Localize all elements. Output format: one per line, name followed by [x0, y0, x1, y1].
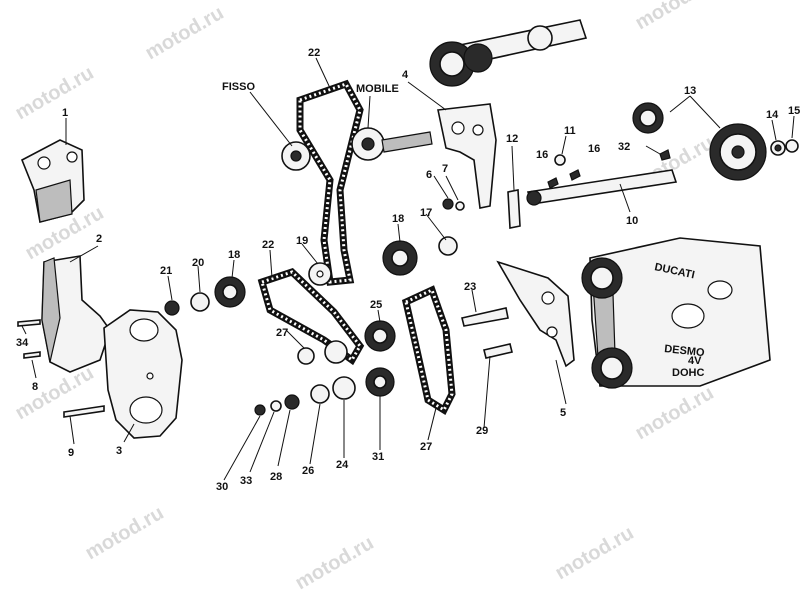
label-11: 11	[564, 125, 576, 137]
label-23: 23	[464, 281, 476, 293]
label-16b: 16	[588, 143, 600, 155]
watermark-text: motod.ru	[12, 62, 98, 124]
label-28: 28	[270, 471, 282, 483]
label-30: 30	[216, 481, 228, 493]
label-19: 19	[296, 235, 308, 247]
label-34: 34	[16, 337, 29, 349]
label-25: 25	[370, 299, 382, 311]
bolts-left	[17, 319, 105, 418]
upper-camshaft	[429, 19, 588, 87]
watermark-text: motod.ru	[292, 532, 378, 594]
label-8: 8	[32, 381, 38, 393]
part-13-gears	[632, 102, 767, 181]
watermark-text: motod.ru	[632, 382, 718, 444]
label-22b: 22	[262, 239, 274, 251]
label-6: 6	[426, 169, 432, 181]
engraving-4v: 4V	[688, 355, 702, 367]
washers-14-15	[770, 139, 799, 156]
small-fasteners	[442, 149, 671, 229]
lower-idler-stack	[254, 320, 396, 416]
label-15: 15	[788, 105, 800, 117]
label-2: 2	[96, 233, 102, 245]
label-14: 14	[766, 109, 779, 121]
engraving-dohc: DOHC	[672, 367, 704, 379]
watermark-text: motod.ru	[12, 362, 98, 424]
part-5-lower-bracket	[496, 260, 575, 368]
label-7: 7	[442, 163, 448, 175]
label-12: 12	[506, 133, 518, 145]
label-17: 17	[420, 207, 432, 219]
upper-timing-belt	[296, 79, 364, 286]
part-3-front-cover	[103, 309, 183, 439]
callout-labels: 1 2 3 4 5 6 7 8 9 10 11 12 13 14 15 16 1…	[16, 47, 800, 493]
label-32: 32	[618, 141, 630, 153]
label-31: 31	[372, 451, 384, 463]
part-4-upper-bracket	[437, 103, 497, 209]
part-1-bracket	[20, 139, 85, 223]
watermark-text: motod.ru	[82, 502, 168, 564]
part-2-rear-cover	[41, 255, 111, 373]
label-26: 26	[302, 465, 314, 477]
label-10: 10	[626, 215, 638, 227]
label-16a: 16	[536, 149, 548, 161]
studs-23-29	[461, 307, 513, 359]
part-10-shaft	[526, 169, 678, 206]
label-18b: 18	[228, 249, 240, 261]
label-18a: 18	[392, 213, 404, 225]
label-29: 29	[476, 425, 488, 437]
label-5: 5	[560, 407, 566, 419]
part-18-pulley-upper	[382, 236, 458, 276]
watermark-text: motod.ru	[552, 522, 638, 584]
label-33: 33	[240, 475, 252, 487]
lower-timing-belts	[257, 268, 456, 416]
engraving-desmo: DESMO	[664, 343, 706, 359]
head-cam-pulleys	[581, 257, 633, 389]
label-3: 3	[116, 445, 122, 457]
label-13: 13	[684, 85, 696, 97]
left-drive-pulley	[164, 276, 246, 316]
label-fisso: FISSO	[222, 81, 255, 93]
label-4: 4	[402, 69, 409, 81]
label-mobile: MOBILE	[356, 83, 399, 95]
label-27a: 27	[276, 327, 288, 339]
label-1: 1	[62, 107, 68, 119]
part-19-washer	[308, 262, 332, 286]
label-27b: 27	[420, 441, 432, 453]
idler-pulleys	[281, 127, 433, 171]
leader-lines	[21, 57, 795, 481]
watermark-text: motod.ru	[142, 2, 228, 64]
label-9: 9	[68, 447, 74, 459]
watermark-text: motod.ru	[632, 0, 718, 34]
label-24: 24	[336, 459, 349, 471]
label-22a: 22	[308, 47, 320, 59]
label-20: 20	[192, 257, 204, 269]
label-21: 21	[160, 265, 172, 277]
